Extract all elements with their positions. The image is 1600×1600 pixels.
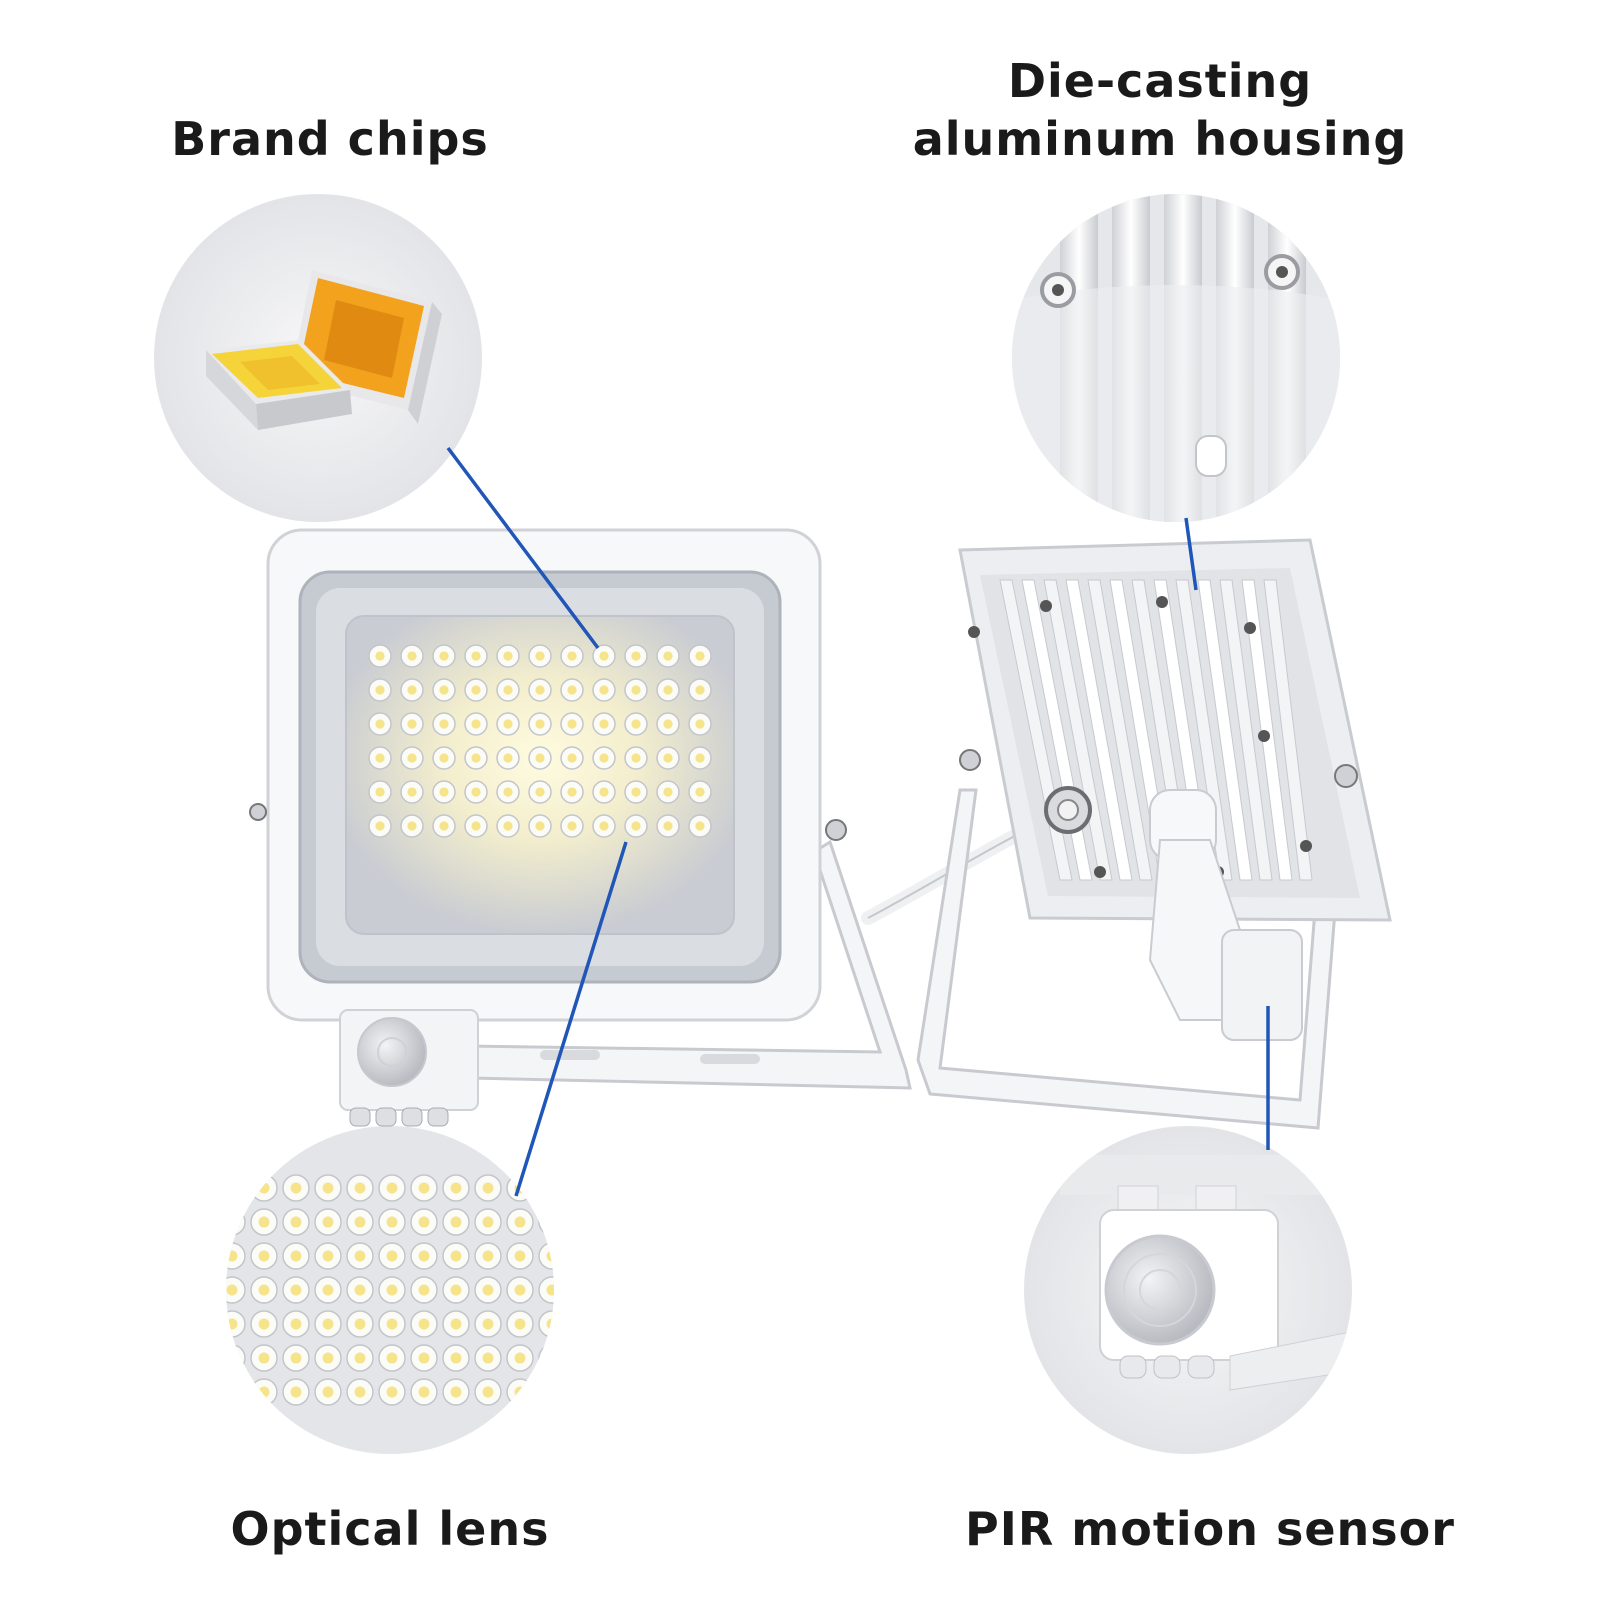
heatsink-fins-icon (1012, 194, 1340, 522)
pir-motion-sensor-zoom (1024, 1126, 1352, 1454)
pir-sensor-icon (1060, 1155, 1352, 1391)
pointer-brand-chips (446, 446, 600, 650)
optical-lens-zoom (226, 1126, 554, 1454)
label-brand-chips: Brand chips (171, 112, 489, 166)
pointer-die-casting (1184, 517, 1198, 591)
label-die-casting-line2: aluminum housing (912, 112, 1408, 166)
label-pir-motion-sensor: PIR motion sensor (965, 1502, 1455, 1556)
led-array (368, 644, 712, 838)
pointer-lines (446, 446, 1270, 1197)
led-chip-icon (206, 270, 442, 430)
pointer-optical-lens (514, 841, 628, 1197)
brand-chips-zoom (154, 194, 482, 522)
flood-light-rear (916, 538, 1392, 1130)
label-die-casting-housing: Die-casting aluminum housing (900, 52, 1420, 168)
flood-light-front (249, 528, 912, 1127)
label-die-casting-line1: Die-casting (1007, 54, 1313, 108)
label-optical-lens: Optical lens (230, 1502, 550, 1556)
die-casting-housing-zoom (1012, 194, 1340, 522)
